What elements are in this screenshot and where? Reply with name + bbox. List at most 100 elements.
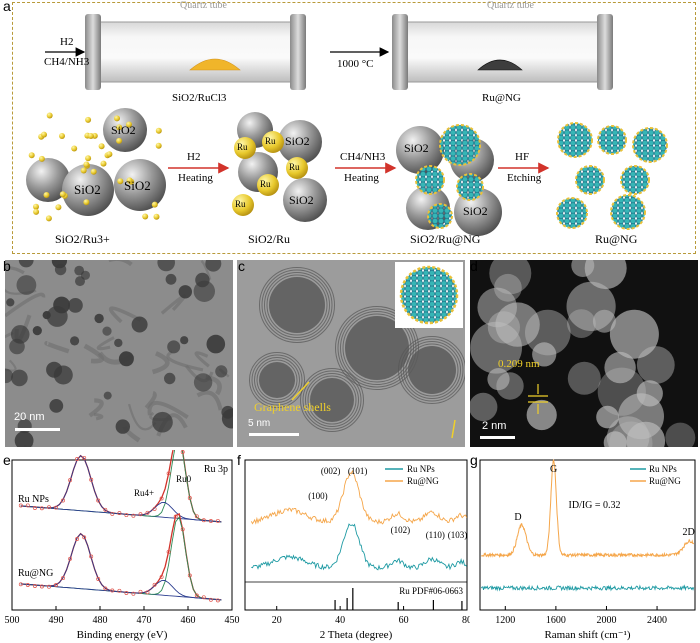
carbon-support: [88, 398, 104, 418]
stage-sio2-ru-ng: [396, 124, 502, 236]
nanoparticle: [16, 275, 37, 295]
nanoparticle: [193, 373, 213, 392]
graphene-shell: [305, 373, 359, 427]
graphene-shell: [400, 338, 464, 402]
ru3-dot: [59, 191, 66, 198]
sio2-label: SiO2: [124, 178, 151, 193]
nanoparticle: [215, 365, 228, 378]
x-tick-label: 1200: [495, 615, 515, 626]
ru3-dot: [100, 160, 107, 167]
data-point: [138, 589, 143, 594]
data-point: [187, 496, 192, 500]
stage-ru-ng: [556, 122, 668, 230]
ru-ng-model: [399, 265, 459, 325]
series-ru-nps: [480, 584, 695, 592]
ru-core: [259, 362, 295, 398]
panel-c-letter: c: [238, 258, 245, 274]
graphene-shell: [254, 357, 300, 403]
tube-label-left: Quartz tube: [180, 0, 227, 11]
graphene-shells-label: Graphene shells: [254, 400, 331, 414]
plot-frame: [244, 459, 468, 611]
graphene-shell: [403, 341, 461, 399]
ru-particle: [487, 368, 510, 391]
data-point: [54, 505, 58, 510]
data-point: [47, 505, 51, 510]
ru3-dot: [153, 213, 160, 220]
data-point: [25, 583, 30, 587]
carbon-support: [5, 359, 17, 372]
graphene-shell: [266, 274, 328, 336]
nanoparticle: [75, 276, 85, 287]
panel-e-letter: e: [3, 452, 11, 468]
x-tick-label: 1600: [546, 615, 566, 626]
graphene-shell: [307, 375, 357, 425]
ru-particle: [566, 281, 616, 331]
carbon-support: [151, 351, 170, 375]
data-point: [180, 450, 185, 454]
stage-1-label: SiO2/Ru3+: [55, 232, 110, 246]
ru-particle: [609, 309, 659, 359]
ru-particle: [596, 405, 619, 429]
legend-ru-ng: Ru@NG: [407, 476, 439, 486]
data-point: [47, 584, 51, 589]
series-ru-ng: [250, 470, 468, 525]
data-point: [110, 511, 115, 516]
ru3-ion-dots: [28, 112, 162, 222]
sio2-label: SiO2: [404, 141, 429, 155]
graphene-shell: [300, 368, 364, 432]
data-point: [166, 549, 171, 554]
ru3-dot: [116, 124, 123, 131]
ru-particle: [567, 361, 601, 395]
nanoparticle: [6, 298, 15, 307]
carbon-support: [160, 294, 187, 315]
nanoparticle: [94, 313, 104, 324]
data-point: [61, 576, 65, 581]
ru-particle: [487, 311, 520, 344]
ru-particle: [604, 351, 636, 384]
series-ru-nps: [251, 523, 468, 571]
arrow-3-bottom: Etching: [507, 172, 542, 184]
nanoparticle: [180, 336, 189, 345]
ru3-dot: [126, 121, 132, 128]
nanoparticle: [115, 419, 130, 434]
graphene-shell: [256, 359, 298, 401]
data-point: [194, 593, 199, 598]
data-point: [131, 591, 136, 596]
series-label-ru-ng: Ru@NG: [18, 568, 53, 579]
x-tick-label: 2400: [647, 615, 667, 626]
nanoparticle: [68, 298, 83, 313]
arrow-1-bottom: Heating: [178, 172, 213, 184]
data-point: [89, 554, 94, 559]
gas-ch4-label: CH4/NH3: [44, 56, 90, 68]
carbon-support: [166, 350, 204, 372]
ru-particle: [470, 321, 522, 374]
data-point: [173, 514, 178, 519]
data-point: [180, 527, 185, 532]
nanoparticle: [157, 260, 175, 272]
peak-label-ru0: Ru0: [176, 474, 192, 484]
arrow-1-top: H2: [187, 151, 201, 163]
panel-b-tem-image: [5, 260, 233, 447]
x-tick-label: 480: [93, 615, 108, 626]
graphene-shell: [249, 352, 305, 408]
sio2-label: SiO2: [111, 123, 136, 137]
ru3-dot: [38, 155, 45, 162]
ru-label: Ru: [260, 179, 271, 189]
data-point: [117, 588, 122, 593]
data-point: [110, 588, 115, 593]
x-axis-label: Raman shift (cm⁻¹): [544, 629, 630, 641]
carbon-support: [144, 391, 157, 410]
scale-bar: [249, 433, 299, 436]
fit-envelope: [20, 450, 222, 523]
data-point: [124, 591, 129, 595]
ru3-dot: [33, 208, 40, 215]
nanoparticle: [18, 260, 34, 268]
carbon-support: [44, 340, 70, 354]
scale-label-c: 5 nm: [248, 418, 271, 429]
plot-frame: [11, 459, 233, 611]
data-point: [89, 477, 94, 482]
plot-frame: [479, 459, 696, 611]
carbon-support: [108, 306, 142, 324]
nanoparticle: [11, 369, 28, 387]
